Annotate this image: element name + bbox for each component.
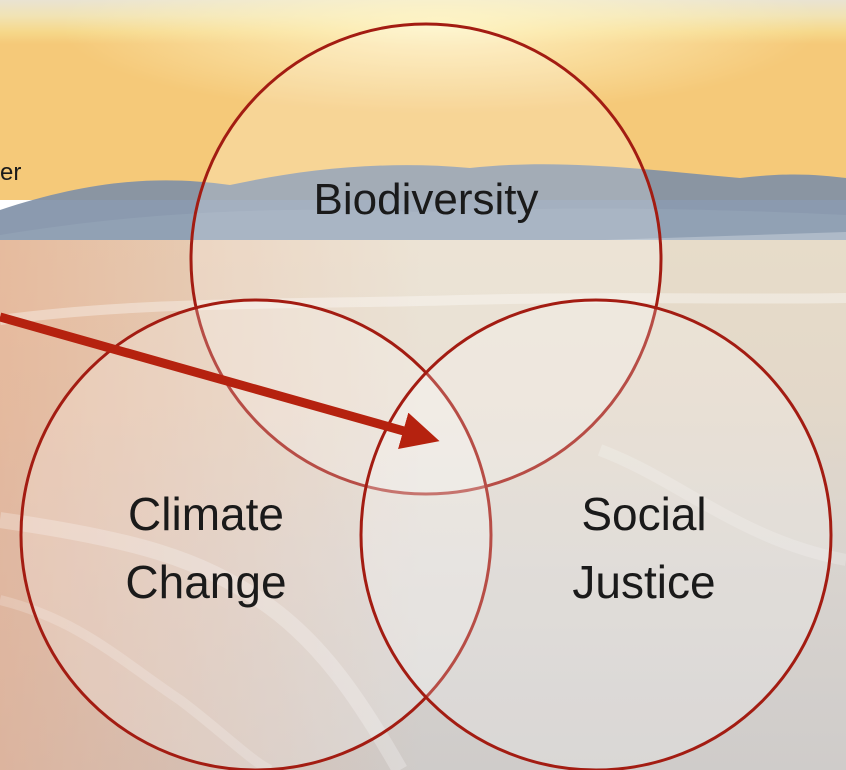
climate-change-circle <box>19 298 493 770</box>
climate-change-label-line1: Climate <box>128 488 284 540</box>
arrow-to-intersection <box>0 312 440 450</box>
social-justice-label-line1: Social <box>581 488 706 540</box>
side-text-fragment: er <box>0 159 21 186</box>
biodiversity-circle <box>189 22 663 496</box>
climate-change-label-line2: Change <box>125 556 286 608</box>
social-justice-label-line2: Justice <box>572 556 715 608</box>
social-justice-circle <box>359 298 833 770</box>
biodiversity-label: Biodiversity <box>314 175 539 224</box>
